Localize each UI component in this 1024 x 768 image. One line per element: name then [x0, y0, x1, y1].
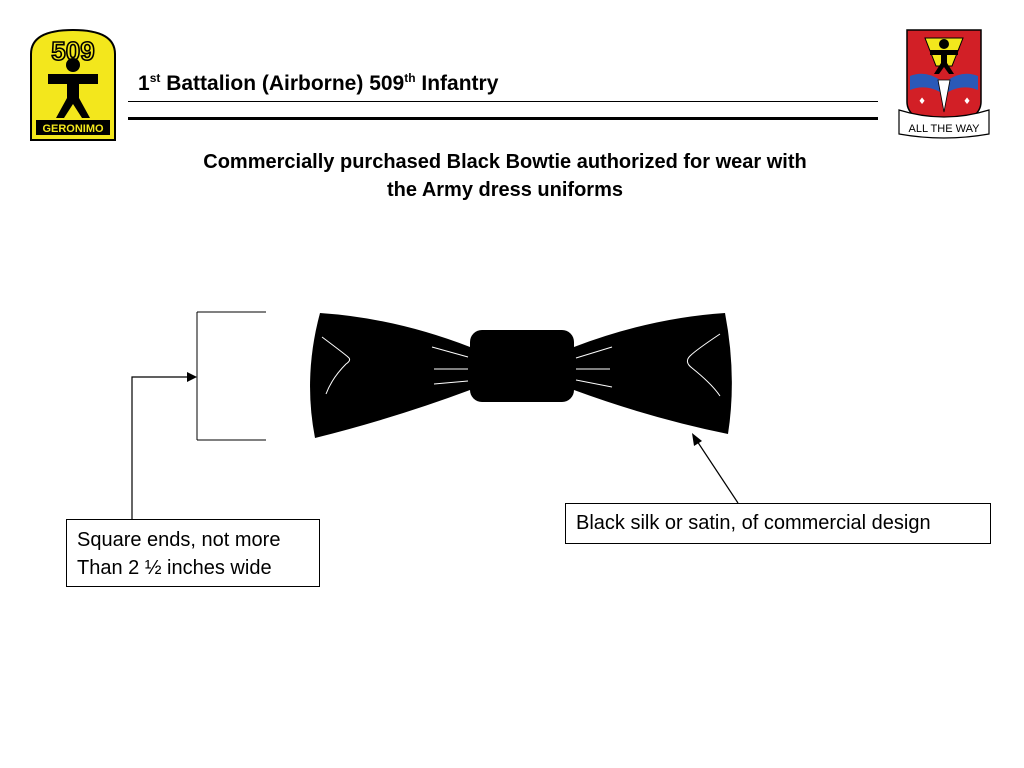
title-sup-th: th	[404, 71, 416, 85]
ends-callout-line-1: Square ends, not more	[77, 529, 281, 551]
geronimo-509-patch-icon: 509 GERONIMO	[30, 28, 116, 141]
title-mid: Battalion (Airborne) 509	[160, 72, 405, 95]
subtitle-line-2: the Army dress uniforms	[387, 179, 623, 201]
fabric-callout-text: Black silk or satin, of commercial desig…	[576, 512, 931, 534]
header-rule-thick	[128, 117, 878, 120]
title-sup-st: st	[149, 71, 161, 85]
ends-callout-line-2: Than 2 ½ inches wide	[77, 557, 272, 579]
slide-subtitle: Commercially purchased Black Bowtie auth…	[90, 148, 920, 204]
bowtie-icon	[310, 313, 732, 438]
ends-callout-arrow	[131, 372, 197, 519]
patch-banner-text: GERONIMO	[42, 123, 104, 135]
fabric-callout-arrow	[692, 433, 739, 504]
subtitle-line-1: Commercially purchased Black Bowtie auth…	[203, 151, 807, 173]
ends-callout-box: Square ends, not more Than 2 ½ inches wi…	[66, 519, 320, 587]
title-end: Infantry	[415, 72, 499, 95]
fabric-callout-box: Black silk or satin, of commercial desig…	[565, 503, 991, 544]
page-title: 1st Battalion (Airborne) 509th Infantry	[138, 72, 498, 96]
svg-text:♦: ♦	[918, 97, 926, 107]
svg-text:♦: ♦	[963, 97, 971, 107]
crest-motto: ALL THE WAY	[909, 123, 981, 135]
end-width-bracket	[196, 311, 266, 441]
509th-unit-crest-icon: ♦ ♦ ALL THE WAY	[898, 29, 990, 139]
title-num: 1	[138, 72, 150, 95]
header-rule-thin	[128, 101, 878, 102]
